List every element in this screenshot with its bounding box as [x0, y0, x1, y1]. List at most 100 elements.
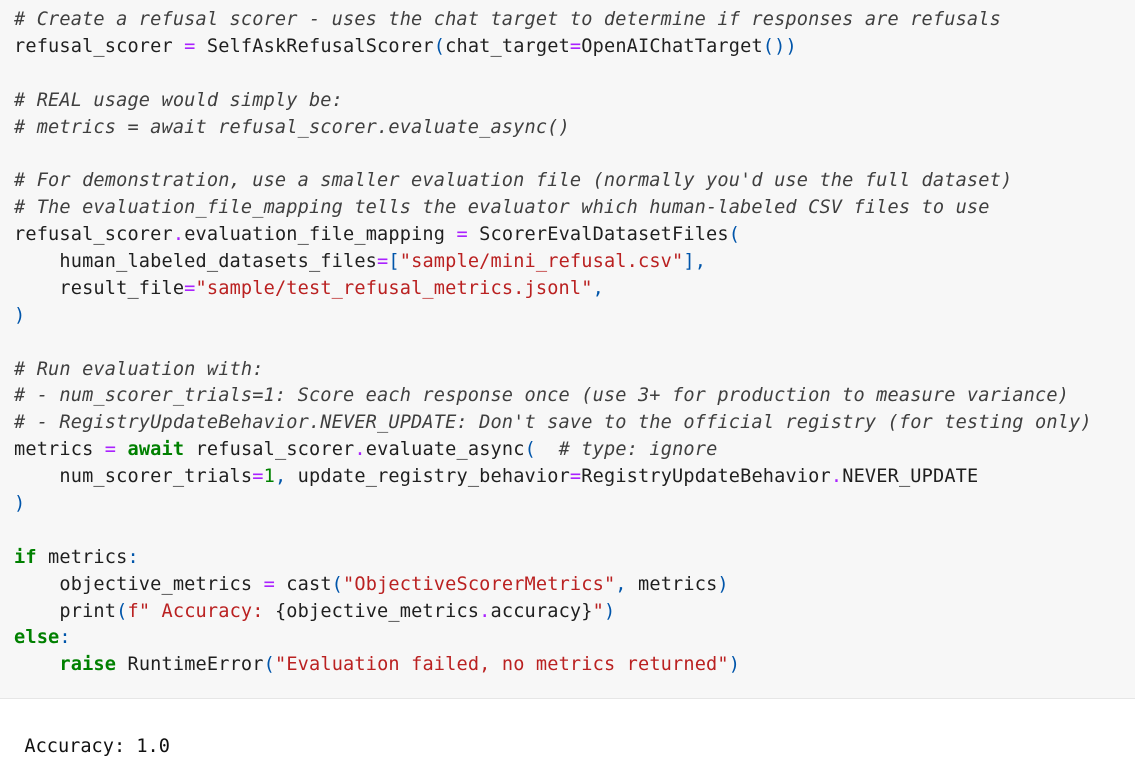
code-line: ) [14, 491, 1092, 518]
code-token-name: update_registry_behavior [286, 466, 570, 488]
code-token-punct: ) [14, 493, 26, 515]
code-token-string: "sample/test_refusal_metrics.jsonl" [195, 277, 593, 299]
code-token-punct: ( [263, 654, 275, 676]
code-line: refusal_scorer.evaluation_file_mapping =… [14, 222, 1092, 249]
code-token-operator: . [354, 439, 366, 461]
code-line: # REAL usage would simply be: [14, 88, 1092, 115]
code-line: # For demonstration, use a smaller evalu… [14, 168, 1092, 195]
code-line [14, 61, 1092, 88]
code-token-name [116, 439, 127, 460]
code-token-punct: ()) [762, 35, 797, 57]
code-token-comment: # The evaluation_file_mapping tells the … [14, 197, 990, 219]
code-token-name: chat_target [445, 35, 570, 57]
code-token-comment: # type: ignore [558, 439, 718, 461]
code-token-punct: ) [14, 304, 26, 326]
code-token-string: "sample/mini_refusal.csv" [399, 251, 684, 273]
code-token-name: ScorerEvalDatasetFiles [467, 224, 729, 246]
code-token-keyword: else [14, 627, 60, 649]
code-token-operator: = [184, 35, 196, 57]
code-line: if metrics: [14, 545, 1092, 572]
code-token-punct: ) [603, 600, 616, 622]
code-editor[interactable]: # Create a refusal scorer - uses the cha… [14, 7, 1092, 679]
code-line: objective_metrics = cast("ObjectiveScore… [14, 572, 1092, 599]
code-token-name: metrics [626, 573, 718, 595]
code-token-string: f" Accuracy: [127, 600, 275, 622]
code-token-operator: = [569, 466, 582, 488]
code-token-punct: : [127, 546, 139, 568]
code-token-punct: ( [728, 224, 741, 246]
code-token-comment: # Create a refusal scorer - uses the cha… [14, 9, 1001, 30]
code-token-keyword: raise [59, 654, 117, 676]
code-token-punct: : [59, 627, 71, 649]
code-line: result_file="sample/test_refusal_metrics… [14, 276, 1092, 303]
code-token-operator: = [456, 224, 468, 246]
code-line [14, 330, 1092, 357]
code-line: metrics = await refusal_scorer.evaluate_… [14, 437, 1092, 464]
code-line: # - RegistryUpdateBehavior.NEVER_UPDATE:… [14, 410, 1092, 437]
code-token-comment: # For demonstration, use a smaller evalu… [14, 170, 1013, 192]
code-token-punct: ( [433, 35, 446, 57]
code-token-punct: ], [683, 251, 707, 273]
code-token-name [536, 439, 559, 460]
code-token-name: refusal_scorer [14, 224, 173, 246]
code-token-name: OpenAIChatTarget [581, 35, 763, 57]
code-token-number: 1 [263, 466, 275, 488]
cell-output: Accuracy: 1.0 [2, 708, 170, 760]
code-token-name: NEVER_UPDATE [842, 466, 979, 488]
code-token-operator: . [830, 466, 843, 488]
code-token-keyword: if [14, 546, 37, 568]
code-line: human_labeled_datasets_files=["sample/mi… [14, 249, 1092, 276]
code-token-punct: ( [524, 439, 536, 461]
code-token-name: result_file [14, 277, 185, 299]
code-cell[interactable]: # Create a refusal scorer - uses the cha… [0, 0, 1135, 699]
code-token-comment: # - RegistryUpdateBehavior.NEVER_UPDATE:… [14, 412, 1092, 434]
code-token-string: "ObjectiveScorerMetrics" [343, 573, 616, 595]
code-line: raise RuntimeError("Evaluation failed, n… [14, 652, 1092, 679]
code-token-name: RuntimeError [116, 654, 264, 676]
code-line: # Run evaluation with: [14, 357, 1092, 384]
code-token-keyword: await [127, 439, 185, 461]
code-token-name: metrics [14, 439, 105, 461]
code-token-name: objective_metrics [14, 573, 264, 595]
code-token-punct: ( [331, 573, 344, 595]
code-line: else: [14, 625, 1092, 652]
code-token-name: refusal_scorer [184, 439, 355, 461]
code-token-name: refusal_scorer [14, 35, 185, 57]
code-token-name: print [14, 600, 117, 622]
code-token-name: SelfAskRefusalScorer [195, 35, 434, 57]
code-token-name: human_labeled_datasets_files [14, 251, 378, 273]
code-token-punct: , [592, 277, 604, 299]
code-token-punct: ) [717, 573, 729, 595]
code-line: print(f" Accuracy: {objective_metrics.ac… [14, 599, 1092, 626]
code-token-operator: = [252, 466, 264, 488]
code-line [14, 518, 1092, 545]
output-text: Accuracy: 1.0 [24, 736, 170, 757]
code-token-name: RegistryUpdateBehavior [581, 466, 831, 488]
code-token-operator: = [569, 35, 582, 57]
code-line: num_scorer_trials=1, update_registry_beh… [14, 464, 1092, 491]
code-token-name: evaluation_file_mapping [184, 224, 457, 246]
code-token-string: " [592, 600, 604, 622]
code-token-punct: ) [728, 654, 741, 676]
code-token-punct: , [274, 466, 287, 488]
code-token-name: metrics [36, 546, 128, 568]
code-token-name: evaluate_async [365, 439, 525, 461]
code-line: # metrics = await refusal_scorer.evaluat… [14, 115, 1092, 142]
code-token-operator: = [184, 277, 196, 299]
code-line: # Create a refusal scorer - uses the cha… [14, 7, 1092, 34]
code-token-operator: = [377, 251, 389, 273]
code-token-name [14, 654, 59, 675]
code-token-comment: # - num_scorer_trials=1: Score each resp… [14, 385, 1070, 407]
code-token-operator: = [104, 439, 117, 461]
code-token-operator: . [172, 224, 185, 246]
code-token-name: num_scorer_trials [14, 466, 253, 488]
code-token-comment: # Run evaluation with: [14, 358, 264, 380]
code-token-comment: # REAL usage would simply be: [14, 89, 343, 111]
code-token-punct: , [615, 573, 627, 595]
code-token-name: accuracy} [490, 600, 593, 622]
code-token-operator: . [479, 600, 491, 622]
code-token-punct: [ [388, 251, 400, 273]
code-token-punct: ( [116, 600, 128, 622]
code-token-operator: = [263, 573, 275, 595]
code-token-name: {objective_metrics [274, 600, 480, 622]
